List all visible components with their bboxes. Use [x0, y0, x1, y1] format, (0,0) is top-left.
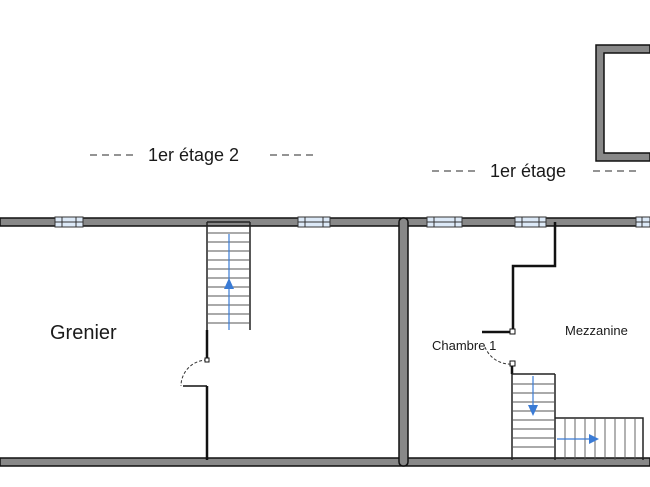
level-label-1er-etage-2: 1er étage 2	[148, 145, 239, 165]
level-label-1er-etage: 1er étage	[490, 161, 566, 181]
room-label-mezzanine: Mezzanine	[565, 323, 628, 338]
dividing-wall	[398, 217, 409, 467]
annex-block	[595, 44, 650, 162]
stair-down-arrow-icon	[528, 405, 538, 416]
window	[635, 216, 650, 228]
window	[297, 216, 331, 228]
partition-left	[180, 330, 210, 460]
mezzanine-partition	[482, 222, 557, 374]
door-swing-icon	[180, 357, 210, 387]
windows	[54, 216, 650, 228]
stair-right-arrow-icon	[589, 434, 599, 444]
level-header-right: 1er étage	[432, 161, 640, 181]
level-header-left: 1er étage 2	[90, 145, 315, 165]
stair-up-arrow-icon	[224, 278, 234, 289]
room-label-grenier: Grenier	[50, 322, 117, 344]
staircase-right-vertical	[511, 373, 556, 460]
bottom-wall	[0, 457, 650, 467]
annex-wall	[595, 44, 650, 162]
window	[514, 216, 547, 228]
staircase-left	[206, 221, 251, 330]
room-label-chambre-1: Chambre 1	[432, 338, 496, 353]
window	[54, 216, 84, 228]
staircase-right-horizontal	[555, 417, 644, 460]
door-swing-icon	[484, 346, 513, 365]
window	[426, 216, 463, 228]
